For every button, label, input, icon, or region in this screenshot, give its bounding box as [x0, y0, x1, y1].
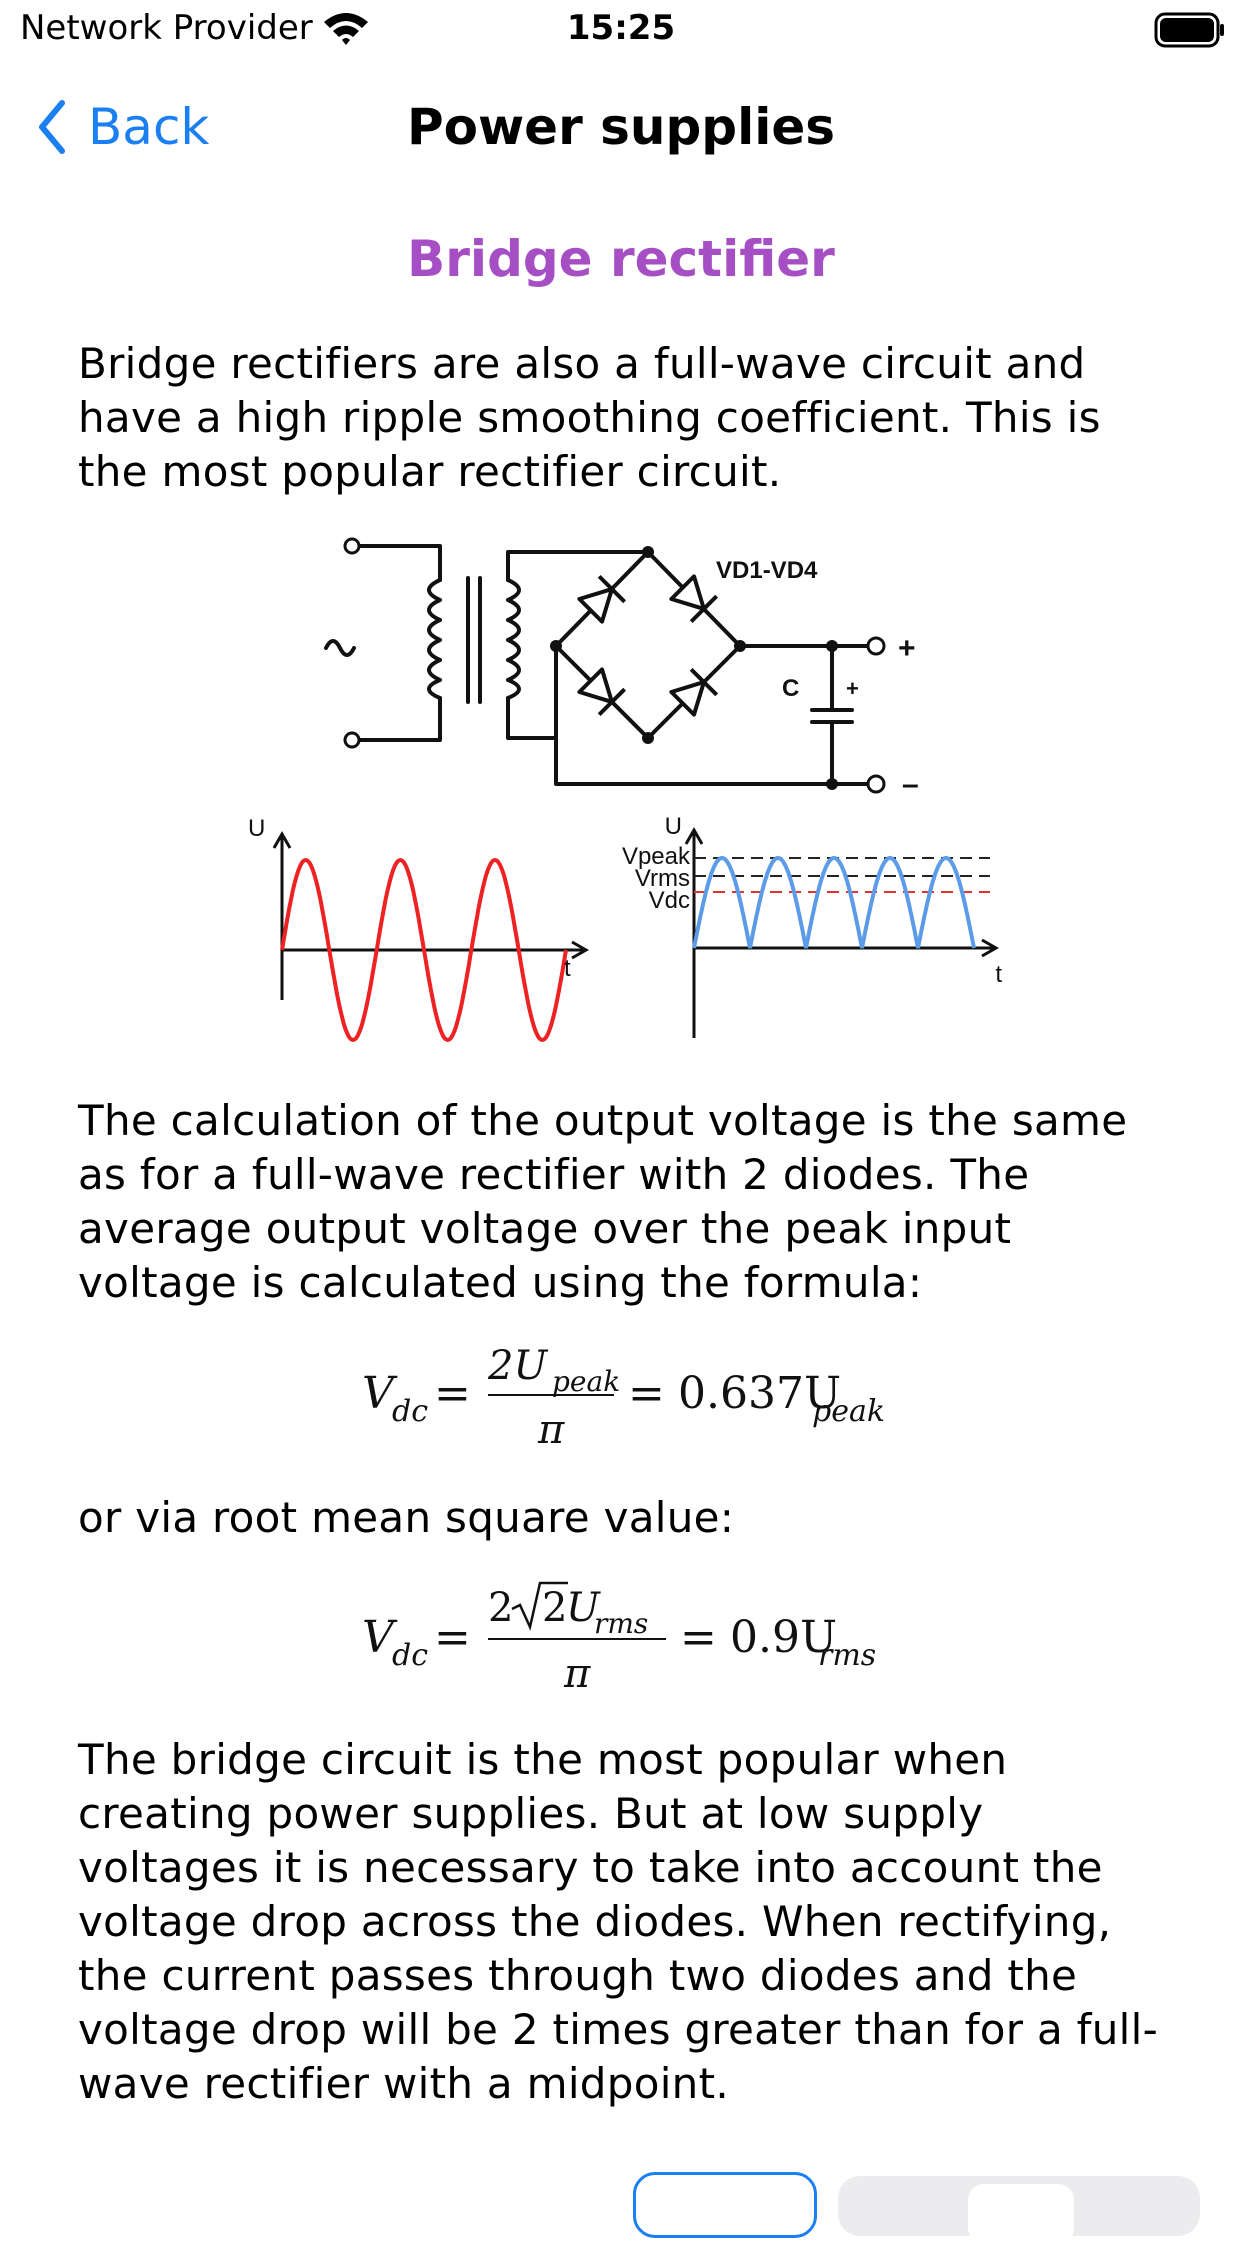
battery-icon: [1154, 12, 1224, 48]
input-y-label: U: [248, 815, 265, 842]
output-plus-label: +: [898, 632, 916, 665]
rms-intro-paragraph: or via root mean square value:: [78, 1493, 735, 1542]
vdc-label: Vdc: [649, 887, 690, 914]
wifi-icon: [324, 13, 368, 45]
chevron-left-icon: [39, 100, 65, 154]
svg-text:dc: dc: [392, 1638, 428, 1673]
diode-symbol: [669, 574, 719, 624]
previous-page-button[interactable]: [633, 2172, 817, 2238]
svg-text:2U: 2U: [487, 1343, 548, 1389]
svg-text:dc: dc: [392, 1394, 428, 1429]
svg-text:0.9U: 0.9U: [730, 1612, 837, 1663]
svg-text:U: U: [566, 1585, 601, 1631]
output-rectified-wave: [692, 855, 976, 949]
svg-text:rms: rms: [818, 1638, 876, 1673]
svg-text:2: 2: [542, 1585, 567, 1631]
intro-paragraph: Bridge rectifiers are also a full-wave c…: [78, 339, 1101, 496]
svg-text:π: π: [537, 1407, 565, 1453]
diode-symbol: [669, 667, 719, 717]
back-button[interactable]: Back: [36, 92, 209, 162]
svg-text:peak: peak: [552, 1365, 620, 1398]
formula-vdc-rms: V dc = 2 2 U rms π = 0.9U rms: [362, 1581, 876, 1697]
output-x-label: t: [995, 961, 1002, 988]
conclusion-paragraph: The bridge circuit is the most popular w…: [78, 1735, 1159, 2108]
status-time: 15:25: [566, 8, 676, 48]
diodes-label: VD1-VD4: [716, 557, 818, 584]
back-label: Back: [88, 98, 210, 156]
navigation-bar: Back Power supplies: [0, 62, 1242, 190]
vpeak-label: Vpeak: [622, 843, 691, 870]
svg-text:π: π: [563, 1651, 591, 1697]
input-waveform-graph: U t: [248, 815, 590, 1043]
svg-text:2: 2: [488, 1585, 513, 1631]
formula-vdc-peak: V dc = 2U peak π = 0.637U peak: [362, 1343, 885, 1453]
output-y-label: U: [665, 813, 682, 840]
svg-text:=: =: [680, 1612, 717, 1663]
status-bar: Network Provider 15:25: [0, 0, 1242, 62]
bridge-rectifier-figure: VD1-VD4 C + + – U t U Vp: [248, 537, 1002, 1043]
vrms-label: Vrms: [635, 865, 690, 892]
section-title: Bridge rectifier: [407, 230, 835, 288]
capacitor-plus-label: +: [846, 676, 859, 701]
input-sine-wave: [280, 857, 568, 1043]
svg-text:=: =: [628, 1368, 665, 1419]
carrier-name: Network Provider: [20, 8, 313, 48]
diode-symbol: [577, 667, 627, 717]
svg-text:=: =: [434, 1368, 471, 1419]
diode-symbol: [577, 574, 627, 624]
svg-text:V: V: [362, 1368, 398, 1419]
svg-text:=: =: [434, 1612, 471, 1663]
svg-text:V: V: [362, 1612, 398, 1663]
capacitor-label: C: [782, 675, 799, 702]
input-x-label: t: [564, 955, 571, 982]
svg-text:rms: rms: [594, 1607, 648, 1640]
segment-thumb[interactable]: [968, 2184, 1074, 2244]
output-minus-label: –: [902, 768, 919, 801]
page-title: Power supplies: [406, 98, 836, 156]
svg-text:0.637U: 0.637U: [678, 1368, 841, 1419]
calculation-paragraph: The calculation of the output voltage is…: [78, 1096, 1128, 1307]
output-waveform-graph: U Vpeak Vrms Vdc t: [622, 813, 1002, 1038]
page-segmented-control[interactable]: [838, 2176, 1200, 2244]
svg-text:peak: peak: [812, 1394, 885, 1429]
